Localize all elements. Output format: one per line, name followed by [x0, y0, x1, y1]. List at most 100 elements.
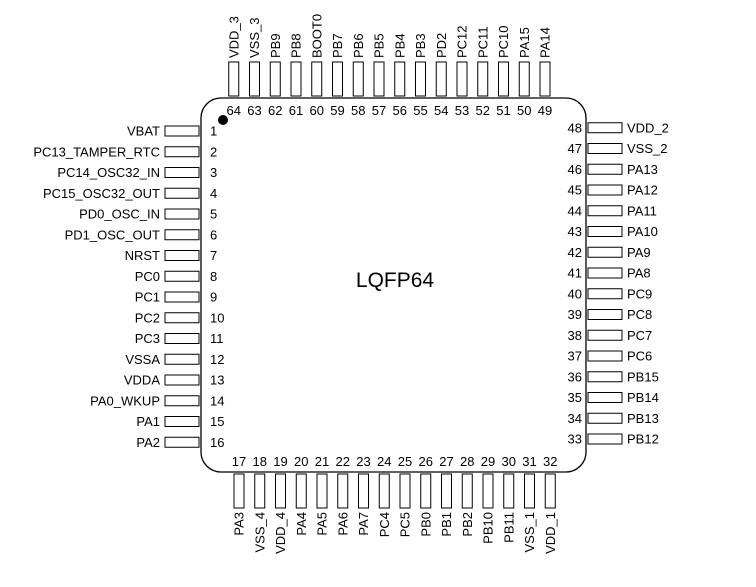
- pin-name-label: PB1: [439, 512, 454, 537]
- pin-number-label: 32: [543, 454, 557, 469]
- pin-number-label: 35: [568, 390, 582, 405]
- pin-name-label: PB7: [330, 33, 345, 58]
- pin-number-label: 4: [210, 186, 217, 201]
- pin-lead: [164, 146, 200, 158]
- pin-number-label: 10: [210, 310, 224, 325]
- pin-name-label: VDD_1: [543, 512, 558, 554]
- pin-name-label: PC7: [627, 328, 652, 343]
- pin-38-pc7: PC7 38: [568, 328, 653, 343]
- pin-number-label: 58: [351, 103, 365, 118]
- pin-number-label: 36: [568, 369, 582, 384]
- pin-lead: [164, 125, 200, 137]
- pin-1-vbat: VBAT 1: [127, 124, 217, 139]
- pin-number-label: 14: [210, 393, 224, 408]
- pin-name-label: PC12: [455, 25, 470, 58]
- pin-name-label: PB15: [627, 369, 659, 384]
- pin-number-label: 59: [330, 103, 344, 118]
- pin-lead: [518, 61, 530, 97]
- pin-lead: [254, 473, 266, 509]
- pin-lead: [482, 473, 494, 509]
- pin-16-pa2: PA2 16: [136, 435, 224, 450]
- pin-lead: [164, 395, 200, 407]
- pin-name-label: VDD_4: [273, 512, 288, 554]
- pin-lead: [311, 61, 323, 97]
- pin-58-pb6: 58 PB6: [351, 33, 366, 118]
- pin-name-label: PC1: [135, 290, 160, 305]
- pin-name-label: PB3: [413, 33, 428, 58]
- pin-10-pc2: PC2 10: [135, 310, 225, 325]
- pin-name-label: VDDA: [124, 373, 160, 388]
- pin-lead: [164, 353, 200, 365]
- pin-lead: [587, 267, 623, 279]
- pin-name-label: PA12: [627, 183, 658, 198]
- pin-name-label: PC2: [135, 310, 160, 325]
- pin-name-label: VDD_3: [226, 16, 241, 58]
- pin-lead: [587, 184, 623, 196]
- pin-name-label: PB6: [351, 33, 366, 58]
- pin-name-label: PA14: [538, 27, 553, 58]
- pin-64-vdd-3: 64 VDD_3: [226, 16, 241, 118]
- pin-name-label: PB13: [627, 411, 659, 426]
- pin-number-label: 9: [210, 290, 217, 305]
- pin-name-label: PA11: [627, 203, 657, 218]
- pin-name-label: PB5: [372, 33, 387, 58]
- pin-lead: [269, 61, 281, 97]
- pin-number-label: 26: [419, 454, 433, 469]
- pin-lead: [378, 473, 390, 509]
- pin-name-label: VBAT: [127, 124, 160, 139]
- pin-name-label: PA0_WKUP: [90, 393, 160, 408]
- pin-number-label: 11: [210, 331, 224, 346]
- pin-number-label: 57: [372, 103, 386, 118]
- pin-number-label: 64: [227, 103, 241, 118]
- pin-name-label: PB2: [460, 512, 475, 537]
- pin-name-label: PA3: [232, 512, 247, 536]
- pin-number-label: 6: [210, 227, 217, 242]
- pin-name-label: PA7: [356, 512, 371, 536]
- pin-lead: [399, 473, 411, 509]
- pin-name-label: PC11: [475, 26, 490, 58]
- pin-number-label: 1: [210, 124, 217, 139]
- pin-lead: [249, 61, 260, 97]
- chip-label: LQFP64: [356, 269, 435, 292]
- pin-name-label: PC9: [627, 286, 652, 301]
- pin-number-label: 60: [310, 103, 324, 118]
- pin-name-label: PA6: [335, 512, 350, 536]
- pin-lead: [456, 61, 468, 97]
- pin-number-label: 43: [568, 224, 582, 239]
- pin-number-label: 37: [568, 349, 582, 364]
- pin-lead: [587, 350, 623, 362]
- pin-name-label: BOOT0: [309, 14, 324, 58]
- pin-lead: [587, 122, 623, 134]
- pin-name-label: PA8: [627, 266, 651, 281]
- pin-lead: [164, 291, 200, 303]
- pin-name-label: PA1: [136, 414, 160, 429]
- pin-lead: [164, 250, 200, 261]
- pin-name-label: PD2: [434, 33, 449, 58]
- pin-number-label: 17: [232, 454, 246, 469]
- pin-lead: [587, 226, 623, 237]
- pin-name-label: PA13: [627, 162, 658, 177]
- pin-lead: [587, 392, 623, 403]
- pin-lead: [587, 433, 623, 445]
- pin-number-label: 16: [210, 435, 224, 450]
- pin-number-label: 25: [398, 454, 412, 469]
- pin-name-label: PA2: [136, 435, 160, 450]
- pin-name-label: PB10: [481, 512, 496, 544]
- pin-number-label: 38: [568, 328, 582, 343]
